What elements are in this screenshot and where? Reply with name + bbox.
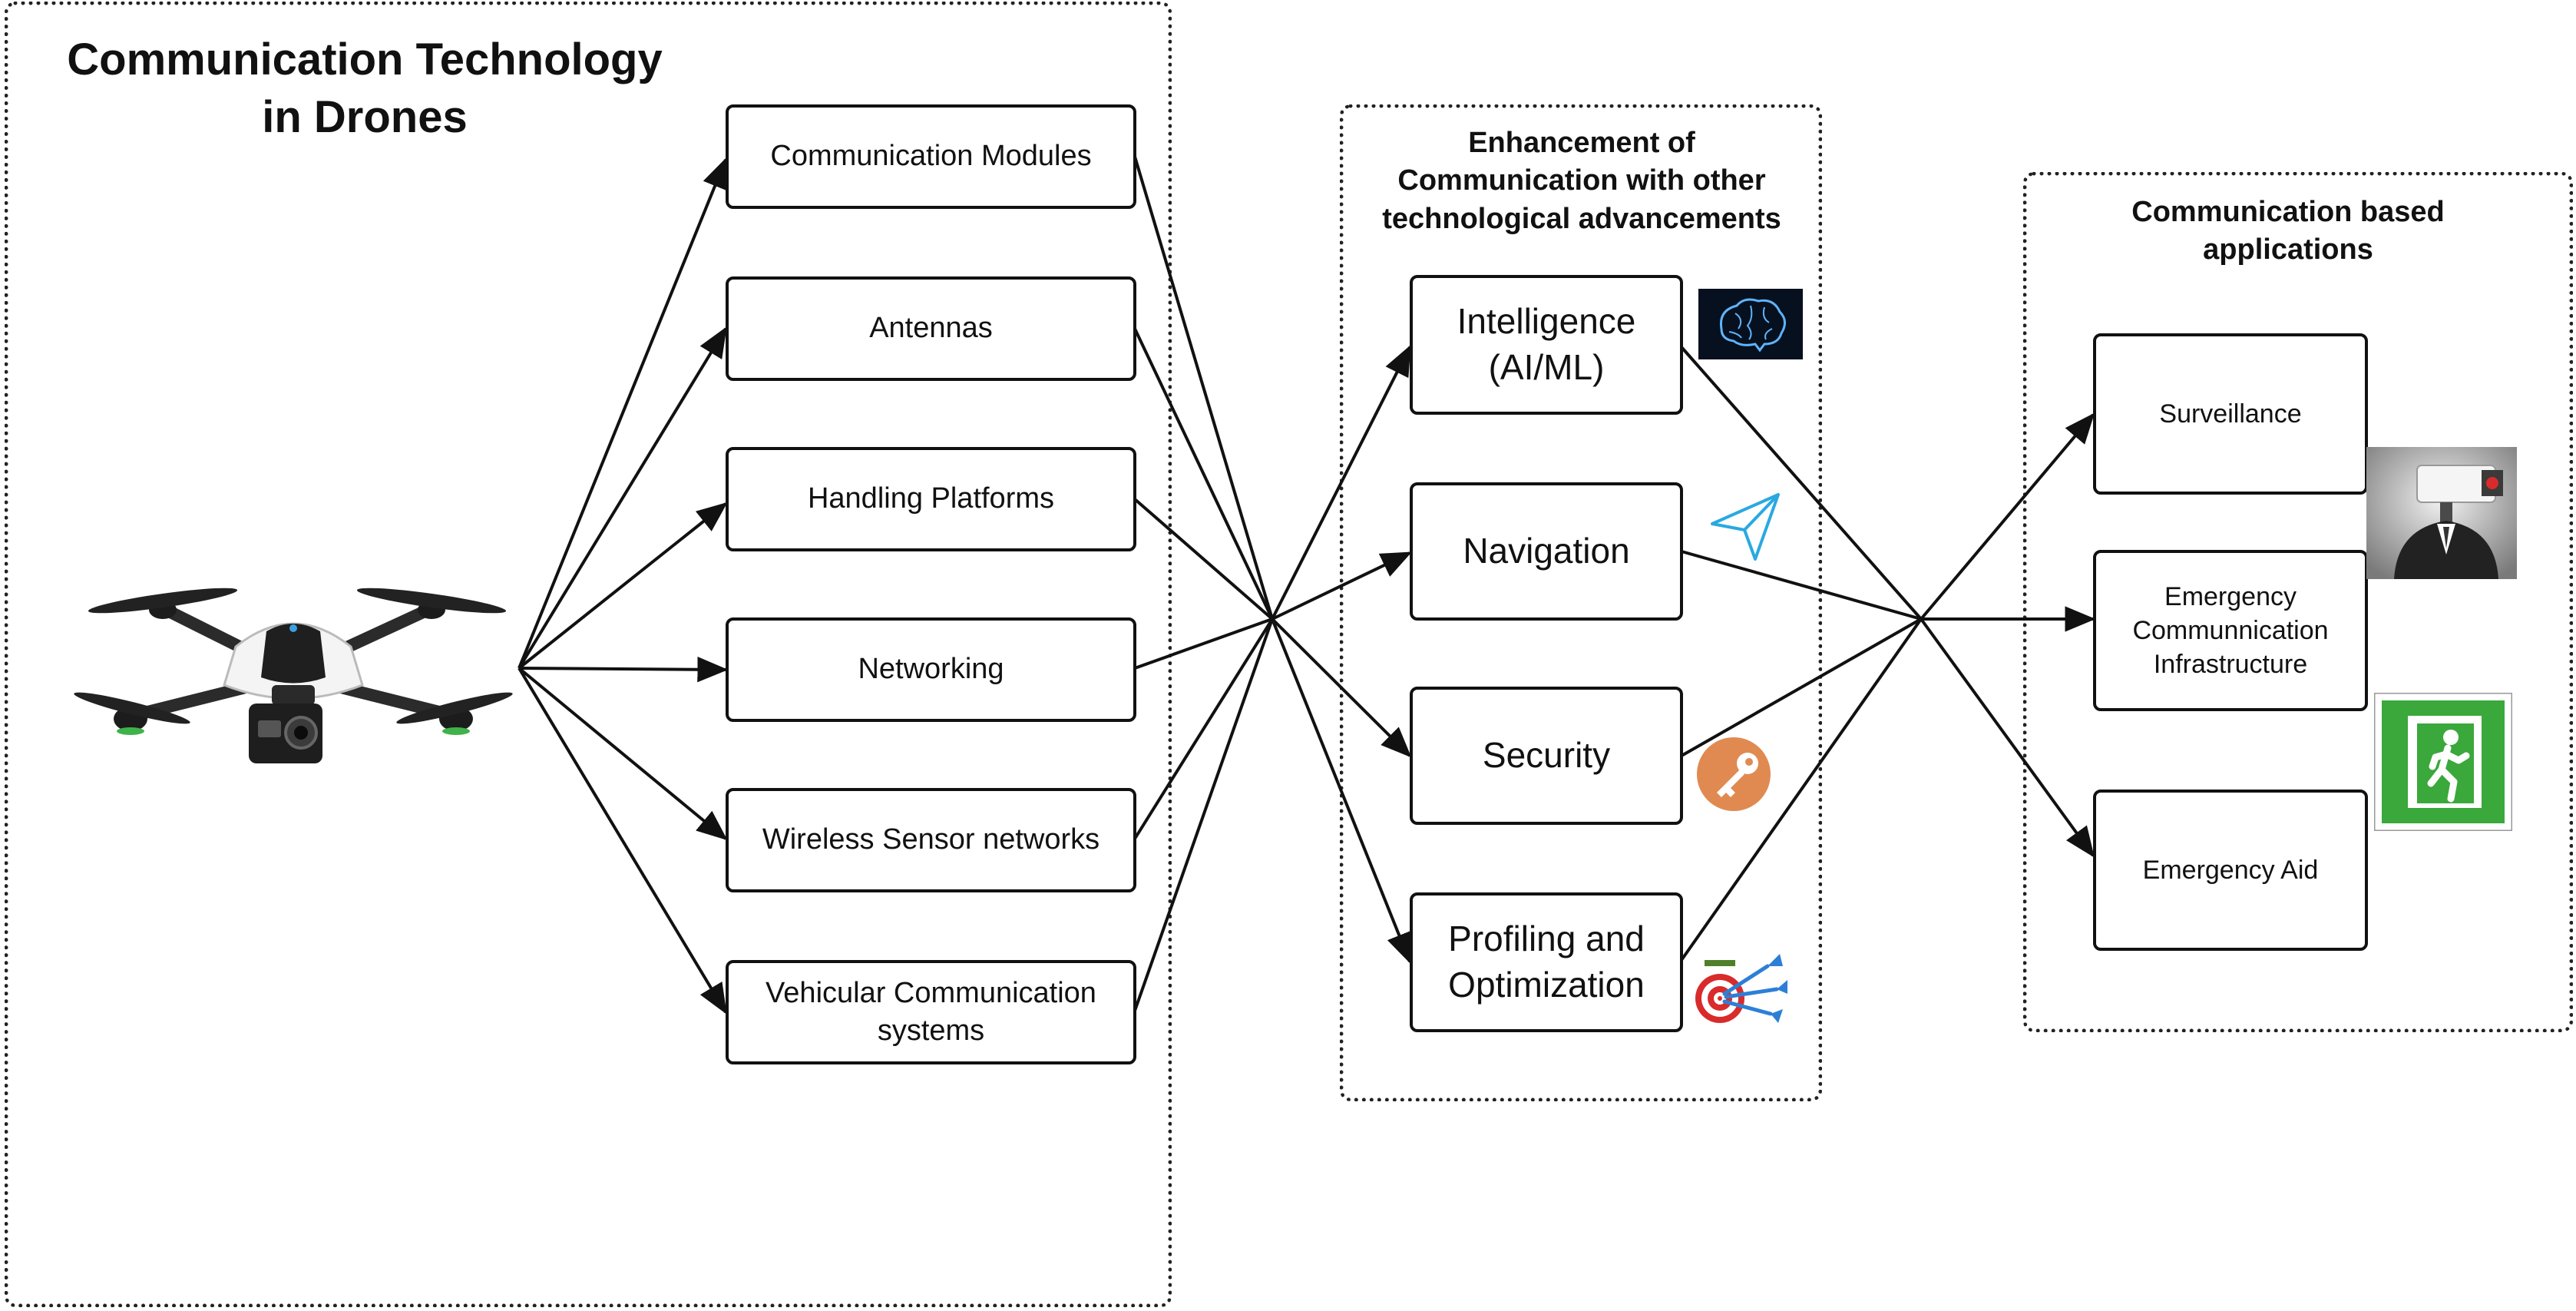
arrow-drone-to-networking <box>518 657 729 683</box>
box-surveillance: Surveillance <box>2093 333 2368 495</box>
box-communication-modules: Communication Modules <box>726 104 1136 209</box>
box-emergency-aid: Emergency Aid <box>2093 790 2368 951</box>
line-antennas-to-hub <box>1133 328 1274 620</box>
box-networking: Networking <box>726 617 1136 722</box>
group-applications <box>2023 172 2573 1032</box>
arrow-drone-to-antennas <box>518 326 727 670</box>
line-profiling-to-hub <box>1680 617 1923 962</box>
arrow-drone-to-vehicular-communication <box>518 667 727 1015</box>
target-darts-icon <box>1695 954 1787 1023</box>
line-communication-modules-to-hub <box>1133 156 1274 620</box>
group-title-applications: Communication based applications <box>2131 196 2445 267</box>
box-intelligence: Intelligence (AI/ML) <box>1410 275 1683 415</box>
emergency-exit-sign-icon <box>2374 693 2512 831</box>
line-vehicular-communication-to-hub <box>1133 618 1274 1011</box>
key-icon <box>1697 737 1771 811</box>
arrow-hub-to-profiling <box>1271 618 1411 965</box>
line-intelligence-to-hub <box>1680 346 1923 621</box>
surveillance-camera-image <box>2366 447 2517 579</box>
line-networking-to-hub <box>1134 617 1273 670</box>
line-navigation-to-hub <box>1681 550 1922 621</box>
arrow-drone-to-communication-modules <box>518 157 727 669</box>
box-emergency-infrastructure: Emergency Communnication Infrastructure <box>2093 550 2368 711</box>
arrow-hub-to-security <box>1271 617 1412 758</box>
arrow-drone-to-handling-platforms <box>518 502 728 670</box>
box-profiling-optimization: Profiling and Optimization <box>1410 892 1683 1032</box>
arrow-hub-to-navigation <box>1271 551 1413 621</box>
line-wireless-sensor-networks-to-hub <box>1133 617 1274 840</box>
group-title-enhancement: Enhancement of Communication with other … <box>1382 127 1781 235</box>
drone-image <box>74 588 513 763</box>
paper-plane-icon <box>1711 493 1780 561</box>
brain-icon <box>1698 289 1803 359</box>
box-vehicular-communication: Vehicular Communication systems <box>726 960 1136 1064</box>
line-handling-platforms-to-hub <box>1133 498 1274 621</box>
box-antennas: Antennas <box>726 276 1136 381</box>
box-navigation: Navigation <box>1410 482 1683 621</box>
arrow-hub-to-intelligence <box>1271 345 1411 620</box>
box-security: Security <box>1410 687 1683 825</box>
arrow-hub-to-surveillance <box>1920 412 2095 621</box>
box-wireless-sensor-networks: Wireless Sensor networks <box>726 788 1136 892</box>
group-title-communication-technology: Communication Technology in Drones <box>67 35 663 143</box>
arrow-drone-to-wireless-sensor-networks <box>518 667 728 841</box>
line-security-to-hub <box>1681 617 1922 757</box>
box-handling-platforms: Handling Platforms <box>726 447 1136 551</box>
group-enhancement <box>1340 104 1822 1101</box>
arrow-hub-to-emergency-aid <box>1920 617 2095 858</box>
